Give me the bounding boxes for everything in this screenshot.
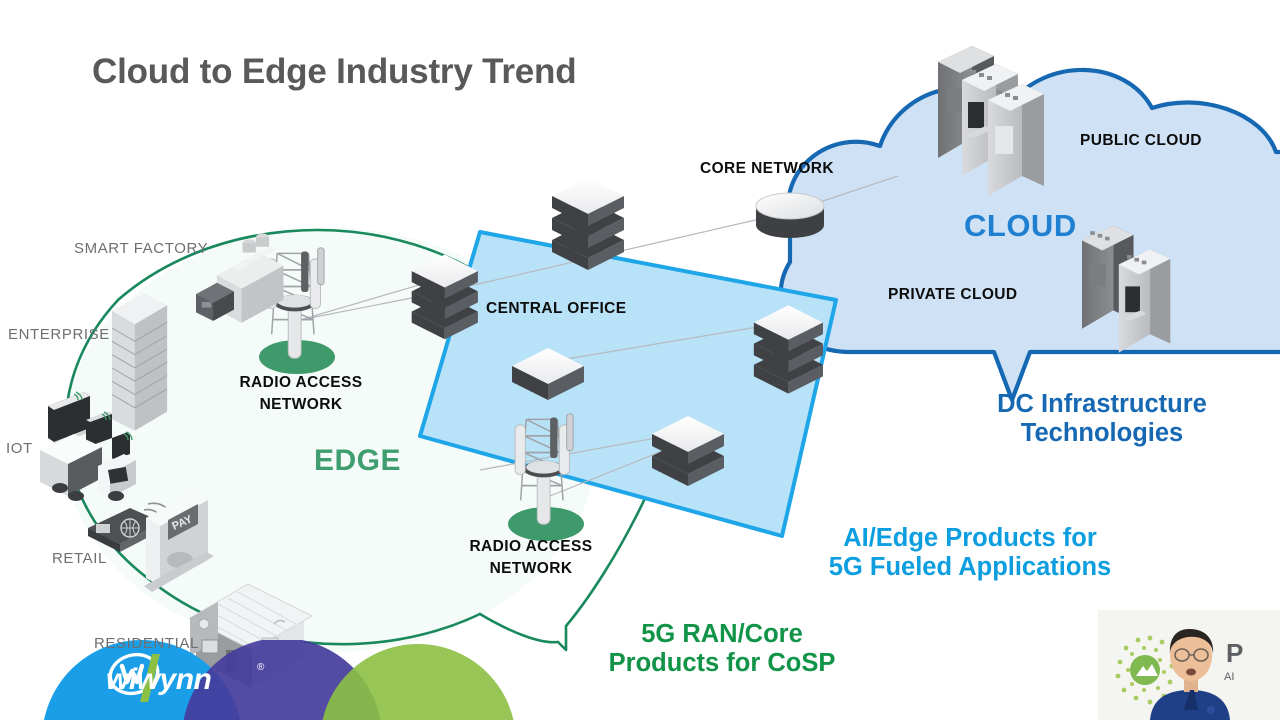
server-stack-icon [552, 178, 624, 270]
edge-label-residential: RESIDENTIAL [94, 635, 199, 652]
core-network-label: CORE NETWORK [700, 160, 834, 177]
server-box-icon [512, 348, 584, 400]
svg-text:P: P [1226, 638, 1243, 668]
ai-edge-callout: AI/Edge Products for 5G Fueled Applicati… [782, 524, 1158, 581]
iot-devices-truck-icon [40, 391, 136, 501]
ai-edge-line2: 5G Fueled Applications [828, 552, 1112, 581]
public-cloud-racks-icon [938, 46, 1044, 196]
ran-core-callout: 5G RAN/Core Products for CoSP [572, 620, 872, 677]
edge-zone-label: EDGE [314, 444, 402, 477]
ran-core-line1: 5G RAN/Core [641, 620, 803, 648]
radio-access-network-top-line2: NETWORK [259, 396, 343, 413]
wiwynn-wordmark: wiwynn [106, 663, 212, 696]
edge-label-smart-factory: SMART FACTORY [74, 240, 209, 257]
ai-edge-line1: AI/Edge Products for [843, 524, 1097, 552]
cell-tower-icon-bottom [514, 413, 574, 525]
brand-venn-circles [44, 640, 514, 720]
dc-infrastructure-callout: DC Infrastructure Technologies [924, 390, 1280, 447]
server-stack-icon [753, 305, 823, 394]
private-cloud-racks-icon [1082, 225, 1171, 353]
radio-access-network-bottom-line2: NETWORK [489, 560, 573, 577]
edge-label-enterprise: ENTERPRISE [8, 326, 110, 343]
server-stack-icon [411, 254, 478, 340]
ran-core-line2: Products for CoSP [608, 648, 836, 677]
central-office-label: CENTRAL OFFICE [486, 300, 627, 317]
radio-access-network-bottom-line1: RADIO ACCESS [469, 538, 593, 555]
wiwynn-logo-icon [108, 652, 168, 704]
public-cloud-label: PUBLIC CLOUD [1080, 132, 1202, 149]
dc-infrastructure-line2: Technologies [1020, 418, 1184, 447]
private-cloud-label: PRIVATE CLOUD [888, 286, 1018, 303]
wiwynn-registered-mark: ® [257, 662, 265, 673]
payment-terminal-icon: PAY [88, 492, 214, 592]
cloud-zone-label: CLOUD [964, 208, 1077, 243]
core-network-disc-icon [755, 192, 825, 238]
svg-text:AI: AI [1224, 671, 1234, 683]
office-tower-icon [111, 293, 168, 431]
radio-access-network-top-line1: RADIO ACCESS [239, 374, 363, 391]
server-stack-icon [652, 416, 724, 486]
dc-infrastructure-line1: DC Infrastructure [997, 390, 1207, 418]
factory-icon [196, 233, 284, 323]
edge-label-iot: IOT [6, 440, 33, 457]
edge-label-retail: RETAIL [52, 550, 108, 567]
background-logo-icon [1115, 635, 1175, 705]
page-title: Cloud to Edge Industry Trend [92, 52, 577, 91]
presenter-figure [1150, 628, 1230, 720]
presenter-video-overlay[interactable]: P AI [1098, 610, 1280, 720]
